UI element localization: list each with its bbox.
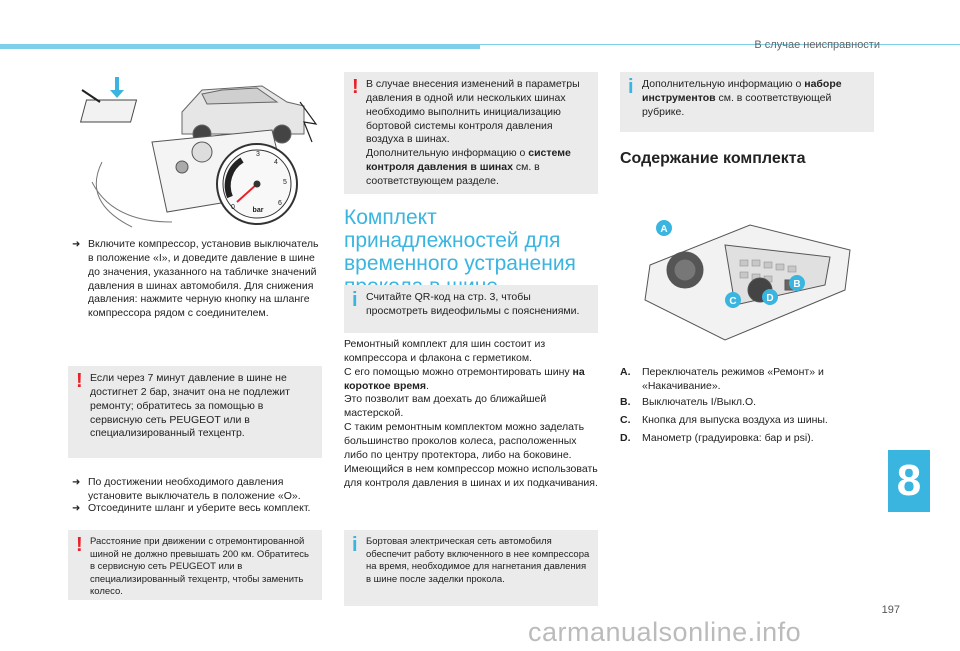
instruction-text: По достижении необходимого давления уста… — [88, 476, 301, 502]
bullet-marker-icon: ➜ — [72, 239, 81, 250]
info-text: Считайте QR-код на стр. 3, чтобы просмот… — [366, 291, 580, 317]
warning-text: Если через 7 минут давление в шине не до… — [90, 372, 290, 440]
legend-text: Кнопка для выпуска воздуха из шины. — [642, 414, 828, 426]
kit-body — [644, 224, 851, 341]
legend-item: B. Выключатель I/Выкл.O. — [620, 396, 850, 410]
legend-text: Переключатель режимов «Ремонт» и «Накачи… — [642, 366, 824, 392]
legend-key: C. — [620, 414, 631, 426]
legend-item: C. Кнопка для выпуска воздуха из шины. — [620, 414, 850, 428]
callout-labels: A B C D — [656, 220, 805, 308]
warning-icon: ! — [76, 370, 83, 392]
instruction-bullet: ➜ По достижении необходимого давления ус… — [72, 476, 322, 504]
label-b-marker — [789, 275, 805, 291]
gauge-tick: 6 — [278, 200, 282, 207]
pressure-gauge: 0 1 2 3 4 5 6 bar — [216, 143, 298, 225]
warning-box: ! Если через 7 минут давление в шине не … — [68, 366, 322, 458]
legend-text: Выключатель I/Выкл.O. — [642, 396, 757, 408]
legend-text: Манометр (градуировка: бар и psi). — [642, 432, 814, 444]
warning-box: ! Расстояние при движении с отремонтиров… — [68, 530, 322, 600]
compressor-illustration: 0 1 2 3 4 5 6 bar — [72, 72, 322, 232]
gauge-unit: bar — [253, 207, 264, 214]
body-text: Ремонтный комплект для шин состоит из ко… — [344, 338, 600, 490]
label-sticker-icon — [79, 77, 138, 123]
gauge-tick: 3 — [256, 151, 260, 158]
label-d: D — [766, 293, 773, 304]
section-heading: Содержание комплекта — [620, 148, 876, 169]
label-b: B — [793, 279, 800, 290]
warning-icon: ! — [76, 534, 83, 556]
cable-arrow-icon — [299, 101, 318, 143]
paragraph: Ремонтный комплект для шин состоит из ко… — [344, 338, 546, 364]
legend-item: A. Переключатель режимов «Ремонт» и «Нак… — [620, 366, 850, 394]
header-rule — [480, 44, 960, 45]
car-icon — [181, 85, 305, 144]
gauge-tick: 5 — [283, 179, 287, 186]
paragraph: Это позволит вам доехать до ближайшей ма… — [344, 393, 547, 420]
info-box: i Дополнительную информацию о наборе инс… — [620, 72, 874, 132]
warning-icon: ! — [352, 76, 359, 98]
bullet-marker-icon: ➜ — [72, 503, 81, 514]
legend-key: A. — [620, 366, 631, 378]
section-title: В случае неисправности — [754, 39, 880, 51]
bullet-marker-icon: ➜ — [72, 477, 81, 488]
info-text: Бортовая электрическая сеть автомобиля о… — [366, 536, 590, 585]
gauge-tick: 1 — [227, 179, 231, 186]
chapter-tab: 8 — [888, 450, 930, 512]
warning-box: ! В случае внесения изменений в параметр… — [344, 72, 598, 194]
instruction-text: Включите компрессор, установив выключате… — [88, 238, 319, 320]
kit-illustration: A B C D — [630, 205, 860, 355]
watermark-text: carmanualsonline.info — [528, 617, 802, 647]
instruction-text: Отсоедините шланг и уберите весь комплек… — [88, 502, 311, 514]
info-icon: i — [628, 76, 634, 98]
info-icon: i — [352, 534, 358, 556]
instruction-bullet: ➜ Отсоедините шланг и уберите весь компл… — [72, 502, 322, 516]
paragraph: Имеющийся в нем компрессор можно использ… — [344, 462, 598, 489]
gauge-tick: 4 — [274, 159, 278, 166]
label-a-marker — [656, 220, 672, 236]
paragraph: С его помощью можно отремонтировать шину… — [344, 365, 585, 392]
label-d-marker — [762, 289, 778, 305]
compressor-drawing: 0 1 2 3 4 5 6 bar — [79, 77, 318, 228]
warning-text: Расстояние при движении с отремонтирован… — [90, 536, 310, 598]
label-c-marker — [725, 292, 741, 308]
warning-text: В случае внесения изменений в параметры … — [366, 78, 590, 189]
section-title-contents: Содержание комплекта — [620, 150, 806, 167]
label-a: A — [660, 224, 667, 235]
kit-drawing: A B C D — [644, 220, 851, 341]
info-icon: i — [352, 289, 358, 311]
legend-key: B. — [620, 396, 631, 408]
info-box: i Бортовая электрическая сеть автомобиля… — [344, 530, 598, 606]
paragraph: С таким ремонтным комплектом можно задел… — [344, 421, 585, 461]
header-accent-bar — [0, 44, 480, 49]
info-box: i Считайте QR-код на стр. 3, чтобы просм… — [344, 285, 598, 333]
label-c: C — [729, 296, 736, 307]
page-number: 197 — [881, 604, 900, 616]
instruction-bullet: ➜ Включите компрессор, установив выключа… — [72, 238, 322, 321]
info-text: Дополнительную информацию о наборе инстр… — [642, 78, 842, 118]
gauge-tick: 0 — [231, 204, 235, 211]
gauge-tick: 2 — [238, 159, 242, 166]
legend-item: D. Манометр (градуировка: бар и psi). — [620, 432, 850, 446]
warning-paragraph: Дополнительную информацию о системе конт… — [366, 147, 571, 188]
legend-key: D. — [620, 432, 631, 444]
warning-paragraph: В случае внесения изменений в параметры … — [366, 78, 580, 146]
